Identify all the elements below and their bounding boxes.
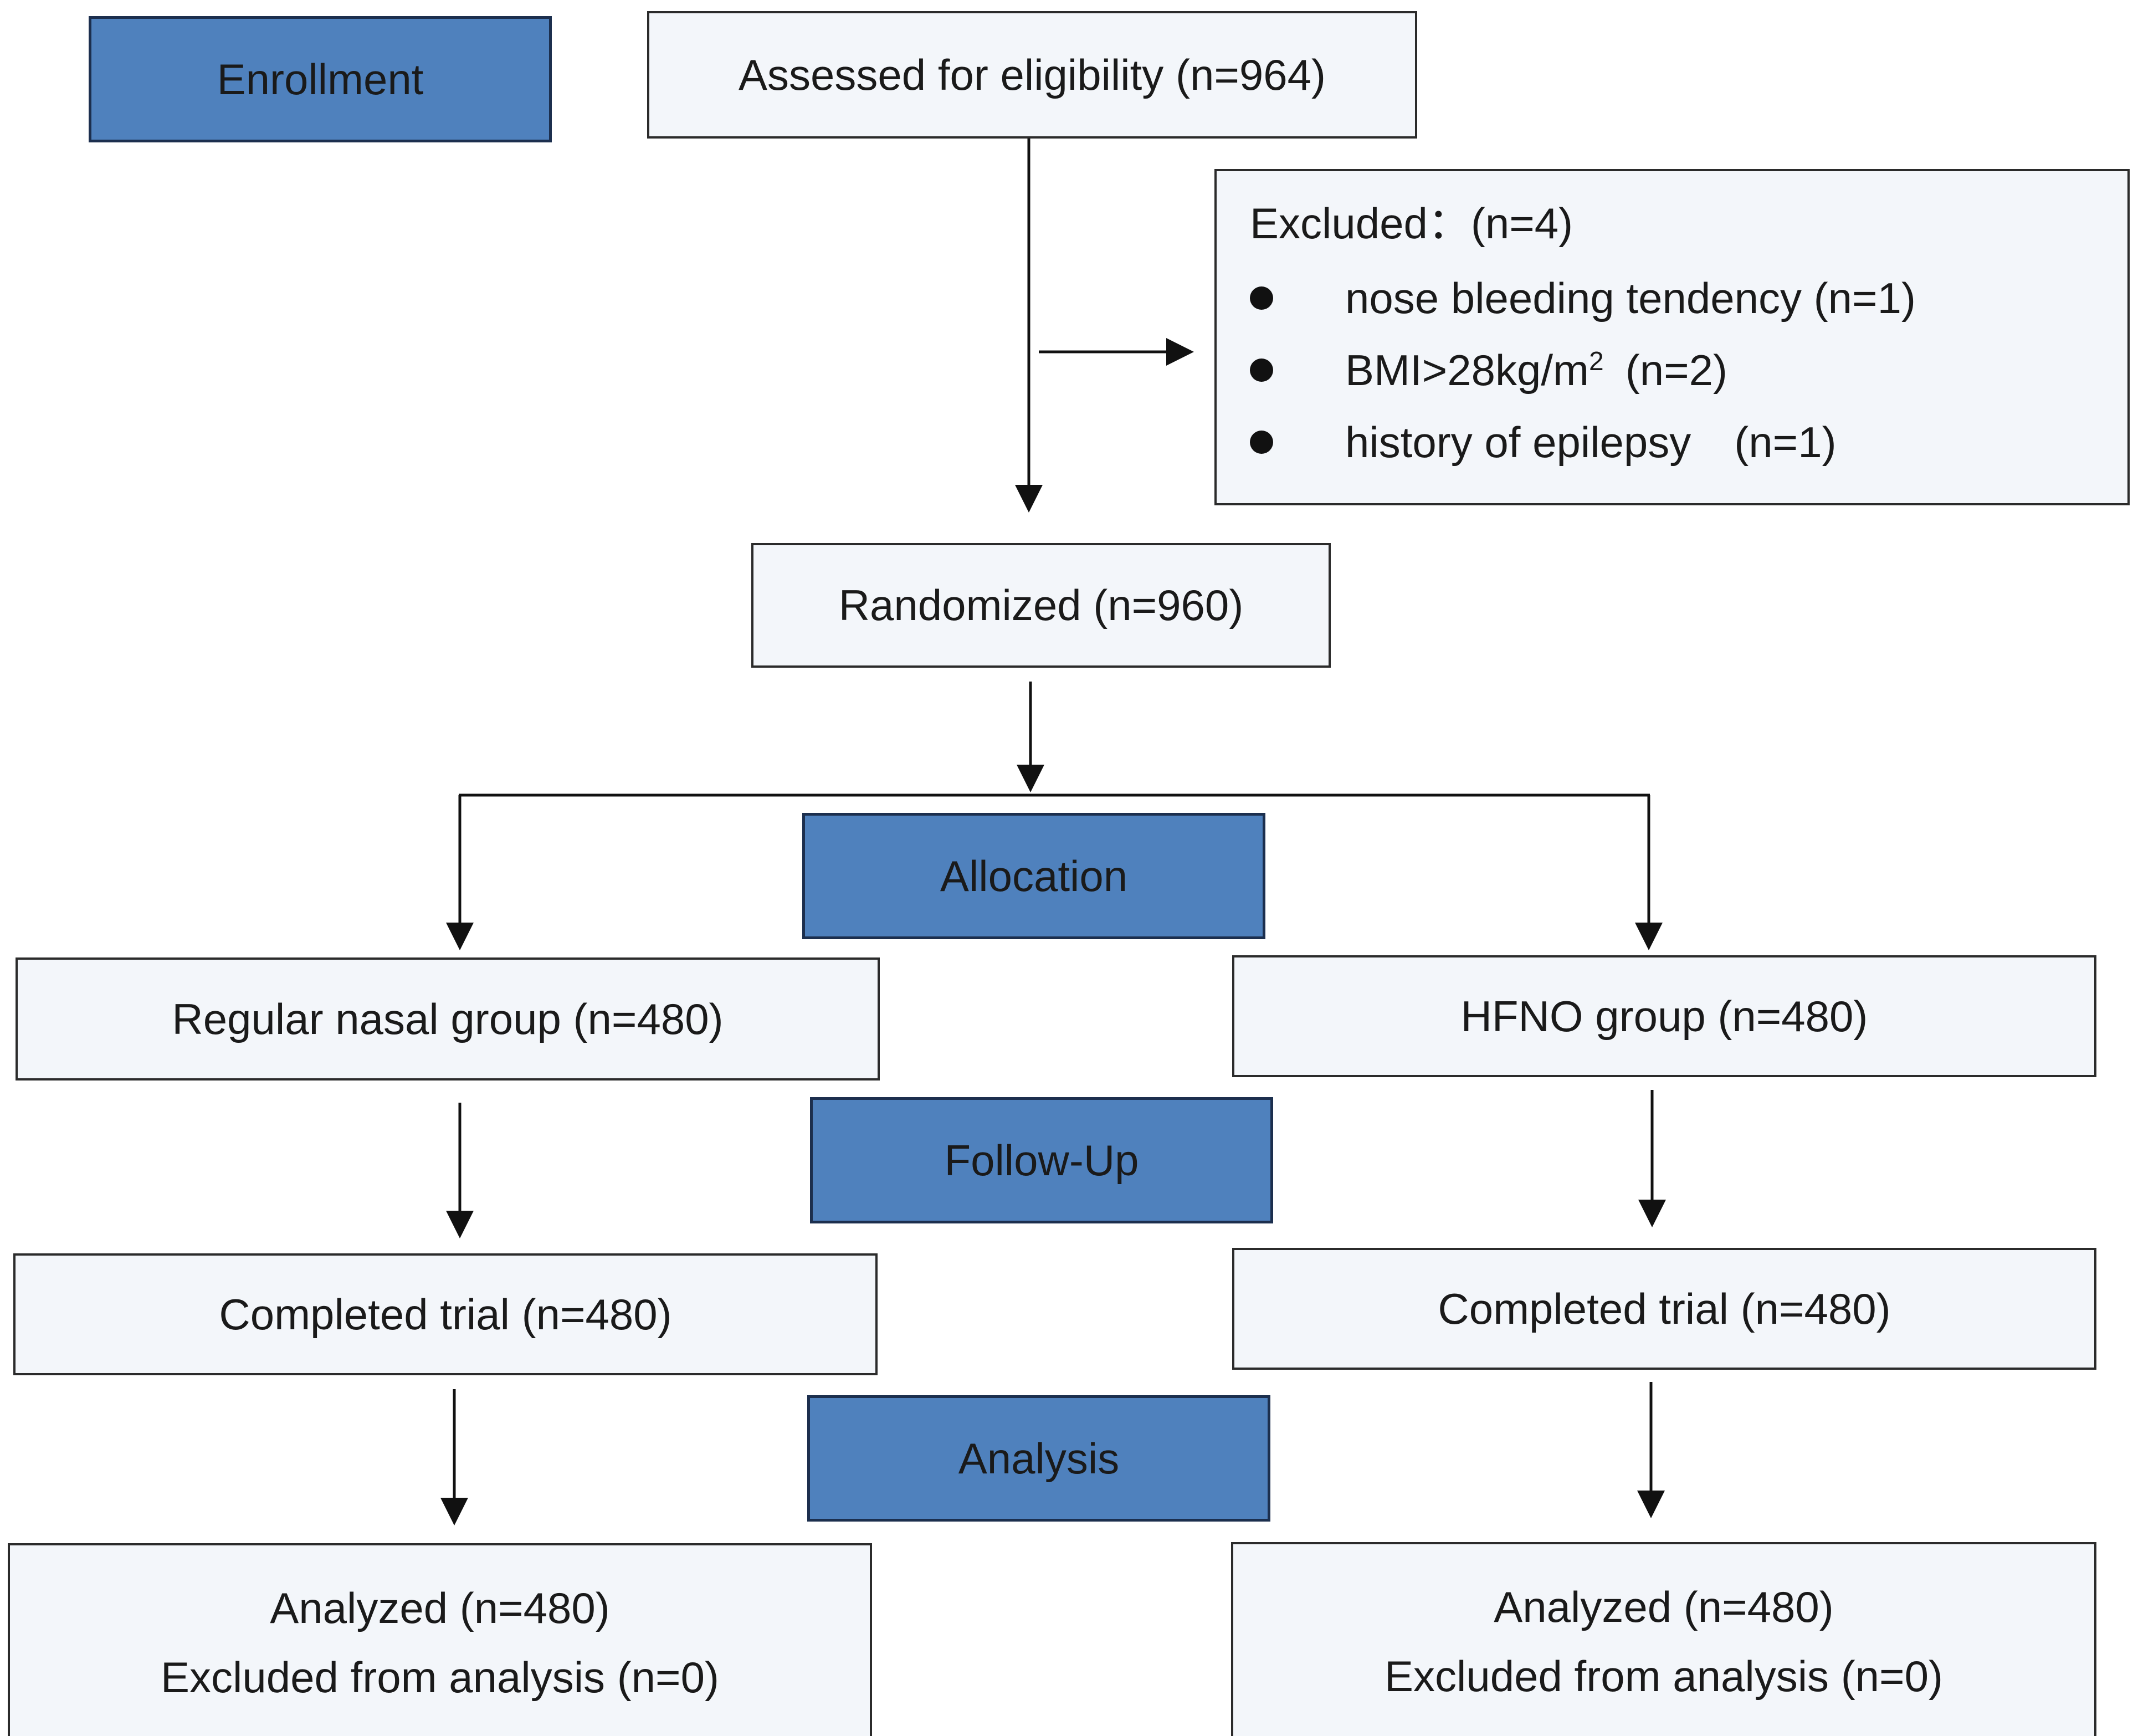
stage-enrollment-label: Enrollment bbox=[217, 54, 424, 104]
excluded-item: BMI>28kg/m2 (n=2) bbox=[1250, 349, 1727, 392]
left-analyzed-box: Analyzed (n=480) Excluded from analysis … bbox=[8, 1543, 872, 1736]
randomized-box: Randomized (n=960) bbox=[751, 543, 1331, 668]
bullet-icon bbox=[1250, 431, 1273, 454]
randomized-label: Randomized (n=960) bbox=[838, 581, 1244, 630]
left-analyzed-label: Analyzed (n=480) bbox=[270, 1584, 610, 1633]
excluded-item-label: history of epilepsy (n=1) bbox=[1345, 418, 1837, 467]
left-completed-box: Completed trial (n=480) bbox=[13, 1253, 878, 1375]
stage-enrollment: Enrollment bbox=[89, 16, 552, 142]
right-excluded-analysis-label: Excluded from analysis (n=0) bbox=[1385, 1652, 1943, 1701]
bullet-icon bbox=[1250, 359, 1273, 382]
bullet-icon bbox=[1250, 286, 1273, 310]
right-group-label: HFNO group (n=480) bbox=[1460, 991, 1868, 1041]
stage-analysis-label: Analysis bbox=[958, 1433, 1120, 1483]
stage-allocation-label: Allocation bbox=[940, 851, 1128, 900]
right-analyzed-box: Analyzed (n=480) Excluded from analysis … bbox=[1231, 1542, 2096, 1736]
right-analyzed-label: Analyzed (n=480) bbox=[1494, 1583, 1834, 1632]
left-group-box: Regular nasal group (n=480) bbox=[16, 957, 880, 1080]
excluded-item-label: nose bleeding tendency (n=1) bbox=[1345, 274, 1916, 322]
right-group-box: HFNO group (n=480) bbox=[1232, 955, 2096, 1077]
excluded-item-label: BMI>28kg/m2 (n=2) bbox=[1345, 346, 1727, 395]
excluded-item: history of epilepsy (n=1) bbox=[1250, 421, 1837, 464]
left-completed-label: Completed trial (n=480) bbox=[219, 1289, 672, 1339]
excluded-box: Excluded：(n=4) nose bleeding tendency (n… bbox=[1214, 169, 2130, 505]
stage-allocation: Allocation bbox=[802, 813, 1265, 939]
stage-analysis: Analysis bbox=[807, 1395, 1270, 1522]
left-excluded-analysis-label: Excluded from analysis (n=0) bbox=[161, 1653, 719, 1702]
excluded-item: nose bleeding tendency (n=1) bbox=[1250, 276, 1916, 320]
assessed-box: Assessed for eligibility (n=964) bbox=[647, 11, 1417, 139]
right-completed-label: Completed trial (n=480) bbox=[1438, 1284, 1891, 1333]
stage-follow-up: Follow-Up bbox=[810, 1097, 1273, 1223]
left-group-label: Regular nasal group (n=480) bbox=[172, 994, 724, 1043]
right-completed-box: Completed trial (n=480) bbox=[1232, 1248, 2096, 1370]
assessed-label: Assessed for eligibility (n=964) bbox=[738, 50, 1326, 99]
stage-follow-up-label: Follow-Up bbox=[944, 1135, 1139, 1185]
excluded-title: Excluded：(n=4) bbox=[1250, 199, 1573, 248]
